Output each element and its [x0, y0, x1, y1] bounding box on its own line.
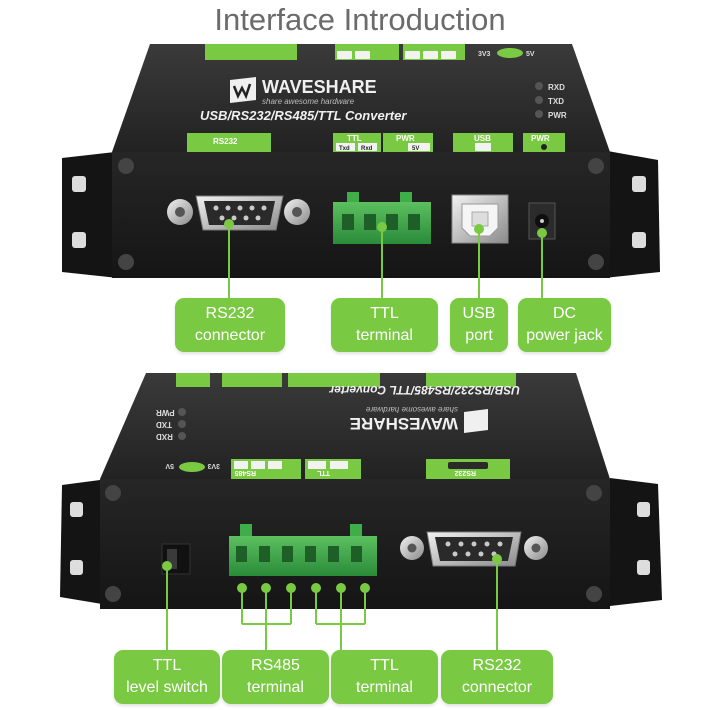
led-label-pwr-flipped: PWR	[156, 408, 175, 417]
left-flange	[62, 152, 118, 278]
label-ttl-terminal-bottom: TTL terminal	[331, 650, 438, 704]
label-rs232-connector: RS232 connector	[175, 298, 285, 352]
led-label-txd-flipped: TXD	[156, 420, 172, 429]
switch-mark-high: 5V	[526, 51, 535, 58]
bottom-callouts	[162, 554, 502, 650]
right-flange	[602, 150, 660, 278]
silk-rs232-flipped: RS232	[454, 469, 476, 476]
led-label-rxd-flipped: RXD	[156, 432, 173, 441]
six-pin-terminal-block	[229, 524, 377, 576]
silk-ttl-rxd: Rxd	[361, 146, 373, 152]
waveshare-logo: WAVESHARE share awesome hardware	[230, 77, 377, 106]
status-leds: RXD TXD PWR	[535, 82, 567, 120]
label-usb-port: USB port	[450, 298, 508, 352]
silk-pwr-jack: PWR	[531, 134, 550, 143]
screw	[118, 158, 134, 174]
label-ttl-terminal: TTL terminal	[331, 298, 438, 352]
top-device: 3V3 5V WAVESHARE share awesome hardware …	[62, 44, 660, 278]
silk-rs232: RS232	[213, 137, 238, 146]
top-callouts	[224, 219, 547, 298]
product-name: USB/RS232/RS485/TTL Converter	[200, 108, 407, 123]
brand-name: WAVESHARE	[262, 77, 377, 97]
waveshare-logo-flipped: WAVESHARE share awesome hardware USB/RS2…	[328, 383, 520, 433]
silk-pwr-5v: 5V	[412, 146, 419, 152]
db9-connector	[167, 195, 310, 231]
label-dc-power-jack: DC power jack	[518, 298, 611, 352]
led-label-txd: TXD	[548, 97, 564, 106]
switch-mark-low-flipped: 3V3	[207, 462, 220, 469]
label-ttl-level-switch: TTL level switch	[114, 650, 220, 704]
silk-rs485-flipped: RS485	[234, 469, 256, 476]
silk-pwr: PWR	[396, 134, 415, 143]
label-rs485-terminal: RS485 terminal	[222, 650, 329, 704]
top-face	[112, 44, 610, 152]
bottom-device: WAVESHARE share awesome hardware USB/RS2…	[60, 373, 662, 609]
silk-ttl: TTL	[347, 134, 362, 143]
label-rs232-connector-bottom: RS232 connector	[441, 650, 553, 704]
product-name-flipped: USB/RS232/RS485/TTL Converter	[328, 383, 520, 397]
switch-mark-high-flipped: 5V	[165, 462, 174, 469]
led-label-pwr: PWR	[548, 111, 567, 120]
top-face	[100, 373, 610, 479]
status-leds-flipped: PWR TXD RXD	[156, 408, 186, 441]
switch-mark-low: 3V3	[478, 51, 491, 58]
silk-usb: USB	[474, 134, 491, 143]
right-flange	[610, 478, 662, 606]
brand-name-flipped: WAVESHARE	[350, 414, 458, 433]
left-flange	[60, 480, 102, 604]
silk-ttl-txd: Txd	[339, 146, 350, 152]
brand-tagline-flipped: share awesome hardware	[365, 405, 458, 414]
page-title: Interface Introduction	[214, 2, 506, 37]
led-label-rxd: RXD	[548, 83, 565, 92]
silk-ttl-flipped: TTL	[316, 469, 330, 476]
brand-tagline: share awesome hardware	[262, 97, 355, 106]
